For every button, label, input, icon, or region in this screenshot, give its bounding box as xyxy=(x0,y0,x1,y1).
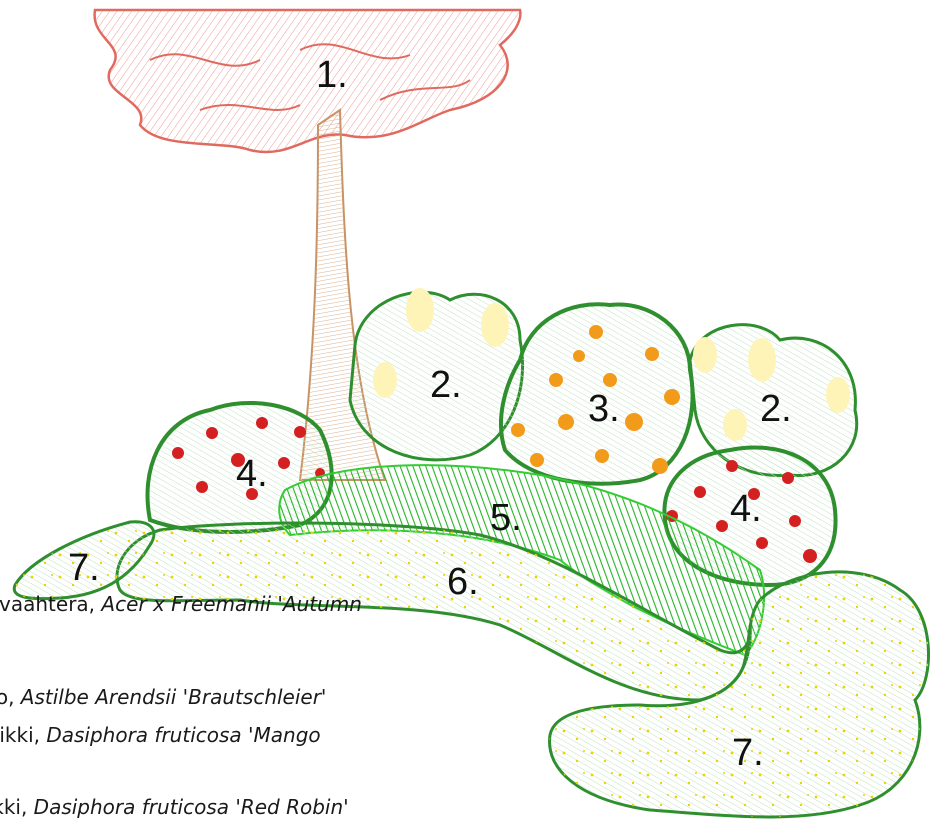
label-groundcover: 5. xyxy=(490,497,522,539)
label-astilbe-left: 2. xyxy=(430,364,462,406)
label-potentilla-orange: 3. xyxy=(588,388,620,430)
label-potentilla-red-right: 4. xyxy=(730,488,762,530)
legend-common-name: n vaahtera, xyxy=(0,592,101,616)
legend-latin-name: Dasiphora fruticosa 'Red Robin' xyxy=(34,795,349,819)
legend-item-1: n vaahtera, Acer x Freemanii 'Autumn xyxy=(0,592,362,616)
legend-latin-name: Acer x Freemanii 'Autumn xyxy=(101,592,362,616)
label-potentilla-red-left: 4. xyxy=(236,453,268,495)
label-ground-left: 7. xyxy=(68,547,100,589)
legend-item-4: nikki, Dasiphora fruticosa 'Red Robin' xyxy=(0,795,349,819)
label-astilbe-right: 2. xyxy=(760,388,792,430)
legend-common-name: nikki, xyxy=(0,795,34,819)
legend-latin-name: Dasiphora fruticosa 'Mango xyxy=(46,723,320,747)
label-ground-right: 7. xyxy=(732,732,764,774)
label-lawn: 6. xyxy=(447,561,479,603)
legend-common-name: nhikki, xyxy=(0,723,46,747)
tree-crown xyxy=(95,10,521,152)
legend-common-name: vo, xyxy=(0,685,21,709)
label-tree: 1. xyxy=(316,54,348,96)
legend-item-2: vo, Astilbe Arendsii 'Brautschleier' xyxy=(0,685,326,709)
legend-item-3: nhikki, Dasiphora fruticosa 'Mango xyxy=(0,723,321,747)
legend-latin-name: Astilbe Arendsii 'Brautschleier' xyxy=(21,685,327,709)
